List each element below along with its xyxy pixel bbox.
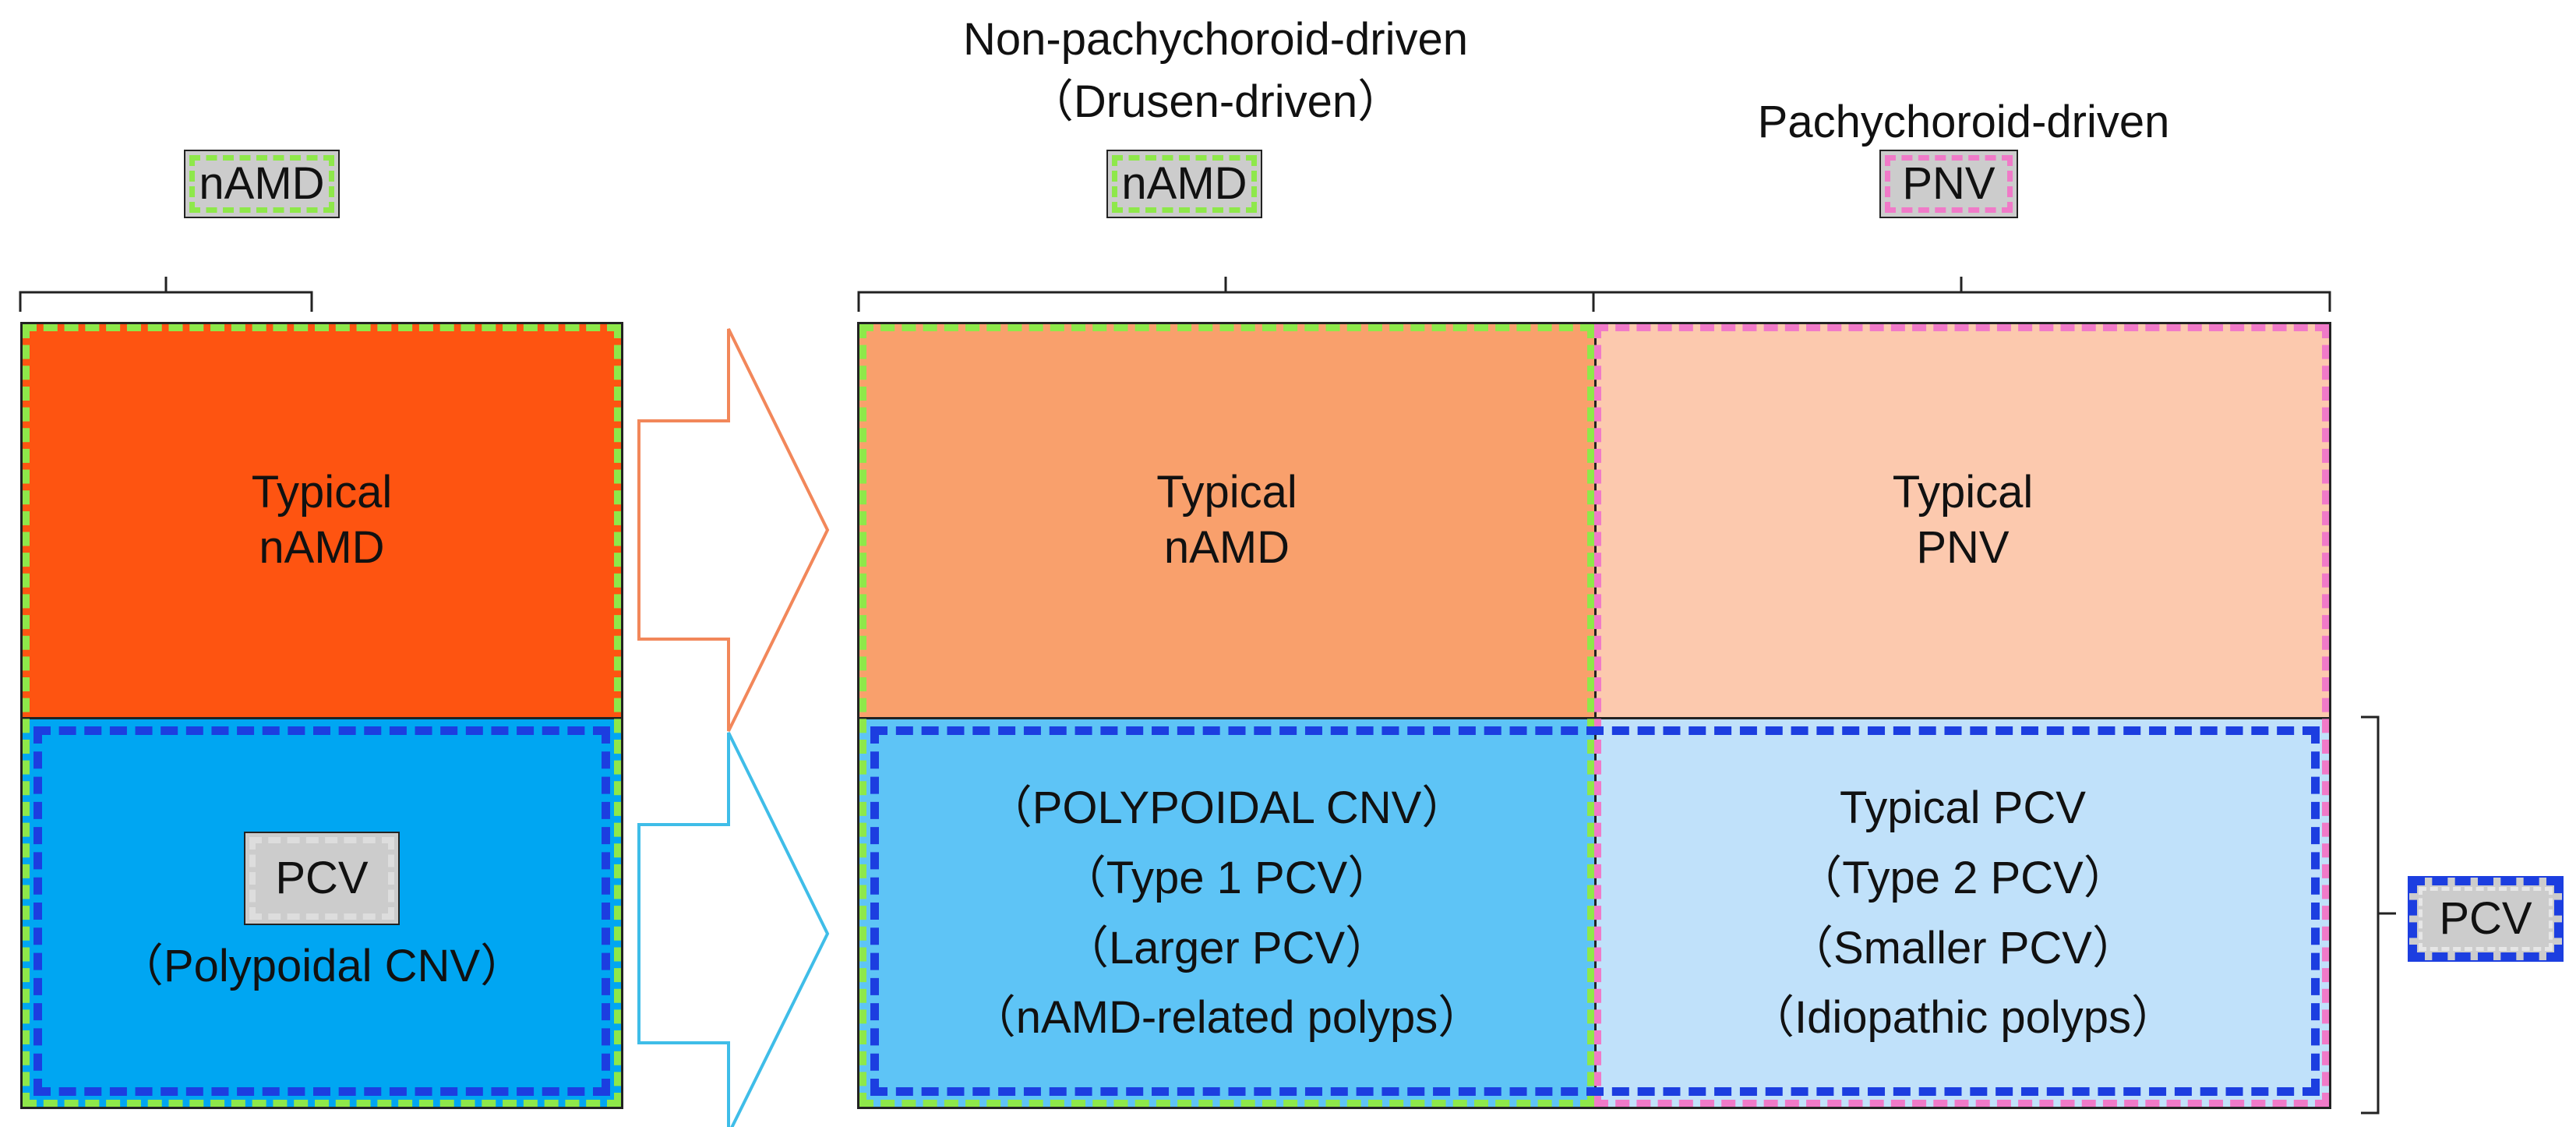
right-typical-pnv-cell: Typical PNV <box>1594 324 2329 717</box>
middle-pcv-line1: （POLYPOIDAL CNV） <box>986 782 1467 833</box>
chip-left-namd: nAMD <box>184 150 340 218</box>
pcv-right-bracket-icon <box>2361 715 2396 1115</box>
middle-typical-namd-line2: nAMD <box>1163 522 1290 573</box>
chip-left-pcv-label: PCV <box>275 853 369 904</box>
blue-arrow-icon <box>637 732 830 1127</box>
right-pcv-line4: （Idiopathic polyps） <box>1749 992 2177 1044</box>
chip-middle-namd: nAMD <box>1106 150 1262 218</box>
chip-far-right-pcv-label: PCV <box>2439 893 2532 944</box>
non-pachychoroid-heading-line2: （Drusen-driven） <box>1028 76 1403 127</box>
right-diagram-block: Typical nAMD Typical PNV （POLYPOIDAL CNV… <box>857 322 2331 1109</box>
middle-pcv-line2: （Type 1 PCV） <box>1060 852 1393 903</box>
right-pcv-line1: Typical PCV <box>1840 782 2086 833</box>
middle-typical-namd-cell: Typical nAMD <box>859 324 1594 717</box>
chip-far-right-pcv: PCV <box>2408 876 2564 962</box>
chip-left-namd-label: nAMD <box>199 158 325 209</box>
middle-brace-icon <box>857 277 1595 312</box>
chip-middle-namd-label: nAMD <box>1121 158 1247 209</box>
left-typical-namd-line2: nAMD <box>259 522 385 573</box>
left-diagram-block: Typical nAMD PCV （Polypoidal CNV） <box>20 322 623 1109</box>
chip-left-pcv: PCV <box>244 832 400 926</box>
left-pcv-cell: PCV （Polypoidal CNV） <box>23 717 621 1107</box>
right-brace-icon <box>1592 277 2331 312</box>
chip-right-pnv: PNV <box>1879 150 2018 218</box>
chip-right-pnv-label: PNV <box>1902 158 1996 209</box>
non-pachychoroid-heading-line1: Non-pachychoroid-driven <box>963 14 1468 65</box>
left-typical-namd-line1: Typical <box>251 467 393 518</box>
middle-pcv-cell: （POLYPOIDAL CNV） （Type 1 PCV） （Larger PC… <box>859 717 1594 1107</box>
right-typical-pnv-line2: PNV <box>1916 522 2010 573</box>
middle-pcv-line3: （Larger PCV） <box>1063 922 1391 973</box>
right-pcv-line2: （Type 2 PCV） <box>1797 852 2129 903</box>
pachychoroid-heading: Pachychoroid-driven <box>1757 97 2170 147</box>
orange-arrow-icon <box>637 328 830 732</box>
right-pcv-cell: Typical PCV （Type 2 PCV） （Smaller PCV） （… <box>1594 717 2329 1107</box>
middle-pcv-line4: （nAMD-related polyps） <box>970 992 1484 1044</box>
left-brace-icon <box>19 277 313 312</box>
right-pcv-line3: （Smaller PCV） <box>1788 922 2137 973</box>
middle-typical-namd-line1: Typical <box>1156 467 1297 518</box>
left-pcv-line2: （Polypoidal CNV） <box>118 941 526 992</box>
left-typical-namd-cell: Typical nAMD <box>23 324 621 717</box>
non-pachychoroid-heading: Non-pachychoroid-driven （Drusen-driven） <box>842 17 1590 125</box>
right-typical-pnv-line1: Typical <box>1892 467 2034 518</box>
